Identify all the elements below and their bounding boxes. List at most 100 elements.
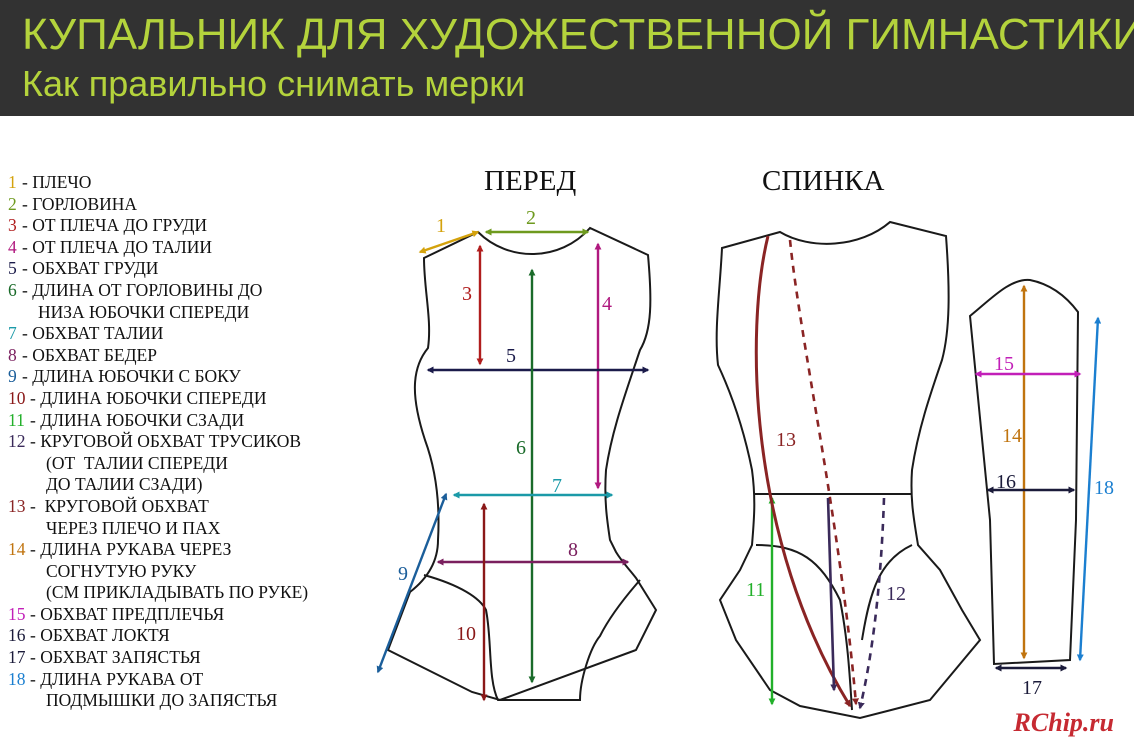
legend-item-continuation: НИЗА ЮБОЧКИ СПЕРЕДИ	[8, 302, 308, 324]
legend-item: 14- ДЛИНА РУКАВА ЧЕРЕЗ	[8, 539, 308, 561]
legend-item: 2- ГОРЛОВИНА	[8, 194, 308, 216]
legend-item: 9- ДЛИНА ЮБОЧКИ С БОКУ	[8, 366, 308, 388]
front-leg-cut	[423, 574, 641, 701]
legend-item: 17- ОБХВАТ ЗАПЯСТЬЯ	[8, 647, 308, 669]
legend-number: 15	[8, 603, 26, 624]
legend-text: ЧЕРЕЗ ПЛЕЧО И ПАХ	[46, 517, 221, 538]
page-title: КУПАЛЬНИК ДЛЯ ХУДОЖЕСТВЕННОЙ ГИМНАСТИКИ	[22, 10, 1134, 59]
legend-number: 4	[8, 236, 17, 257]
measure-label-10: 10	[456, 623, 476, 645]
legend-item: 5- ОБХВАТ ГРУДИ	[8, 258, 308, 280]
measure-path-12-2	[857, 497, 886, 710]
header-banner: КУПАЛЬНИК ДЛЯ ХУДОЖЕСТВЕННОЙ ГИМНАСТИКИ …	[0, 0, 1134, 116]
legend-item: 13- КРУГОВОЙ ОБХВАТ	[8, 496, 308, 518]
legend-text: - ПЛЕЧО	[22, 172, 92, 192]
legend-text: - ДЛИНА ЮБОЧКИ С БОКУ	[22, 366, 241, 387]
measure-label-3: 3	[462, 283, 472, 305]
legend-item: 7- ОБХВАТ ТАЛИИ	[8, 323, 308, 345]
measure-arrow-1	[418, 230, 480, 254]
back-view-title: СПИНКА	[762, 165, 885, 197]
legend-item-continuation: ПОДМЫШКИ ДО ЗАПЯСТЬЯ	[8, 690, 308, 712]
legend-item: 4- ОТ ПЛЕЧА ДО ТАЛИИ	[8, 237, 308, 259]
legend-number: 17	[8, 647, 26, 668]
legend-number: 12	[8, 431, 26, 452]
legend-text: СОГНУТУЮ РУКУ	[46, 560, 197, 581]
legend-text: - ДЛИНА РУКАВА ЧЕРЕЗ	[30, 539, 232, 560]
legend-number: 11	[8, 409, 25, 430]
measure-label-7: 7	[552, 475, 562, 497]
legend-item: 3- ОТ ПЛЕЧА ДО ГРУДИ	[8, 215, 308, 237]
measure-label-6: 6	[516, 437, 526, 459]
legend-item: 11- ДЛИНА ЮБОЧКИ СЗАДИ	[8, 410, 308, 432]
measure-label-5: 5	[506, 345, 516, 367]
legend-item-continuation: ЧЕРЕЗ ПЛЕЧО И ПАХ	[8, 518, 308, 540]
legend-number: 2	[8, 193, 17, 214]
measure-label-11: 11	[746, 579, 765, 601]
legend-text: - КРУГОВОЙ ОБХВАТ	[30, 495, 209, 516]
legend-text: - ОБХВАТ ЗАПЯСТЬЯ	[30, 647, 201, 668]
legend-text: ПОДМЫШКИ ДО ЗАПЯСТЬЯ	[46, 690, 278, 711]
measure-label-13: 13	[776, 429, 796, 451]
legend-text: - ОБХВАТ ПРЕДПЛЕЧЬЯ	[30, 603, 225, 624]
legend-text: - ДЛИНА ЮБОЧКИ СПЕРЕДИ	[30, 387, 267, 408]
legend-item: 1- ПЛЕЧО	[8, 172, 308, 194]
legend-text: - ОТ ПЛЕЧА ДО ТАЛИИ	[22, 236, 213, 257]
measure-label-4: 4	[602, 293, 612, 315]
legend-text: - ОТ ПЛЕЧА ДО ГРУДИ	[22, 215, 208, 236]
legend-number: 5	[8, 258, 17, 279]
legend-item-continuation: ДО ТАЛИИ СЗАДИ)	[8, 474, 308, 496]
measure-arrow-13	[754, 235, 852, 708]
legend-item-continuation: (ОТ ТАЛИИ СПЕРЕДИ	[8, 453, 308, 475]
measure-label-1: 1	[436, 215, 446, 237]
legend-item: 8- ОБХВАТ БЕДЕР	[8, 345, 308, 367]
legend-text: (ОТ ТАЛИИ СПЕРЕДИ	[46, 452, 228, 473]
back-bodice-outline	[715, 220, 982, 720]
legend-text: - ОБХВАТ ЛОКТЯ	[30, 625, 170, 646]
legend-number: 16	[8, 625, 26, 646]
legend-item: 10- ДЛИНА ЮБОЧКИ СПЕРЕДИ	[8, 388, 308, 410]
measure-arrow-9	[376, 492, 448, 674]
measure-label-18: 18	[1094, 477, 1114, 499]
legend-number: 7	[8, 323, 17, 344]
legend-item: 16- ОБХВАТ ЛОКТЯ	[8, 625, 308, 647]
legend-text: - ДЛИНА РУКАВА ОТ	[30, 668, 204, 689]
legend-number: 13	[8, 495, 26, 516]
legend-number: 8	[8, 344, 17, 365]
measure-label-14: 14	[1002, 425, 1022, 447]
legend-text: - ОБХВАТ БЕДЕР	[22, 344, 157, 365]
legend-text: - ДЛИНА ОТ ГОРЛОВИНЫ ДО	[22, 279, 263, 300]
legend-text: НИЗА ЮБОЧКИ СПЕРЕДИ	[38, 301, 250, 322]
measure-label-17: 17	[1022, 677, 1042, 699]
legend-number: 1	[8, 172, 17, 192]
front-view-title: ПЕРЕД	[484, 165, 577, 197]
legend-text: - КРУГОВОЙ ОБХВАТ ТРУСИКОВ	[30, 431, 302, 452]
legend-number: 14	[8, 539, 26, 560]
legend-text: - ГОРЛОВИНА	[22, 193, 138, 214]
measure-path-12-1	[826, 497, 838, 692]
legend-number: 3	[8, 215, 17, 236]
measure-label-15: 15	[994, 353, 1014, 375]
legend-item: 6- ДЛИНА ОТ ГОРЛОВИНЫ ДО	[8, 280, 308, 302]
legend-item: 12- КРУГОВОЙ ОБХВАТ ТРУСИКОВ	[8, 431, 308, 453]
legend-number: 18	[8, 668, 26, 689]
legend-text: - ДЛИНА ЮБОЧКИ СЗАДИ	[30, 409, 245, 430]
measure-label-12: 12	[886, 583, 906, 605]
legend-text: (СМ ПРИКЛАДЫВАТЬ ПО РУКЕ)	[46, 582, 309, 603]
legend-number: 9	[8, 366, 17, 387]
legend-item: 15- ОБХВАТ ПРЕДПЛЕЧЬЯ	[8, 604, 308, 626]
watermark-logo: RChip.ru	[1013, 708, 1114, 737]
legend-text: - ОБХВАТ ТАЛИИ	[22, 323, 164, 344]
legend-item-continuation: СОГНУТУЮ РУКУ	[8, 561, 308, 583]
legend-number: 6	[8, 279, 17, 300]
legend-text: - ОБХВАТ ГРУДИ	[22, 258, 159, 279]
measure-arrow-18	[1076, 316, 1102, 662]
legend-text: ДО ТАЛИИ СЗАДИ)	[46, 474, 203, 495]
measure-label-8: 8	[568, 539, 578, 561]
measure-label-2: 2	[526, 207, 536, 229]
front-bodice-outline	[386, 226, 658, 702]
measure-path-13-0	[788, 239, 860, 706]
measure-label-9: 9	[398, 563, 408, 585]
measure-label-16: 16	[996, 471, 1016, 493]
